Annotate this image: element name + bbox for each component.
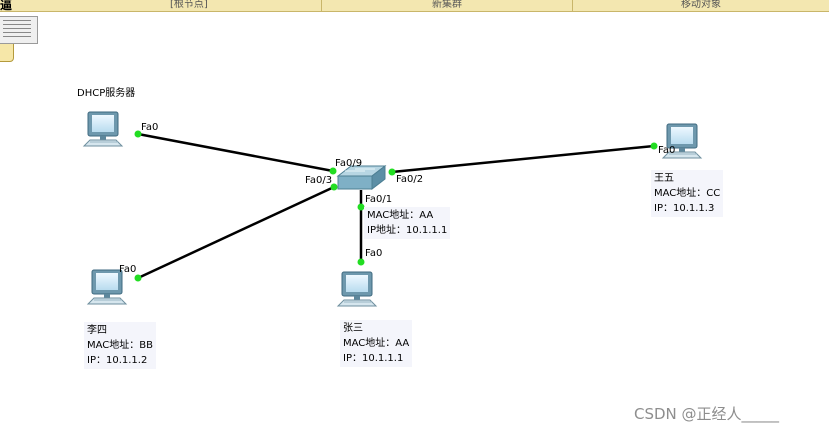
- zhangsan-info-note: 张三 MAC地址：AA IP：10.1.1.1: [340, 320, 413, 367]
- light-zhangsan-fa0: [357, 258, 365, 266]
- switch-mac: MAC地址：AA: [367, 210, 434, 221]
- link-lights: [134, 130, 658, 282]
- new-cluster-button[interactable]: 新集群: [322, 0, 573, 12]
- lisi-ip: IP：10.1.1.2: [87, 355, 148, 366]
- link-dhcp-switch[interactable]: [137, 132, 334, 173]
- lisi-name: 李四: [87, 325, 107, 336]
- switch-ip: IP地址：10.1.1.1: [367, 225, 448, 236]
- light-lisi-fa0: [134, 274, 142, 282]
- light-switch-fa02: [388, 168, 396, 176]
- switch-port-fa01: Fa0/1: [365, 194, 393, 205]
- switch-icon[interactable]: [336, 164, 387, 191]
- network-links: [137, 132, 655, 280]
- toolbar-edge-glyph: 逼: [0, 0, 13, 12]
- palette-panel[interactable]: [0, 16, 38, 44]
- wangwu-ip: IP：10.1.1.3: [654, 203, 715, 214]
- switch-port-fa02: Fa0/2: [396, 174, 424, 185]
- link-lisi-switch[interactable]: [137, 185, 335, 280]
- move-object-button[interactable]: 移动对象: [573, 0, 829, 12]
- workspace-toolbar: 逼 [根节点] 新集群 移动对象: [0, 0, 829, 12]
- wangwu-name: 王五: [654, 173, 674, 184]
- root-node-label: [根节点]: [170, 0, 208, 10]
- zhangsan-name: 张三: [343, 323, 363, 334]
- lisi-mac: MAC地址：BB: [87, 340, 153, 351]
- wangwu-mac: MAC地址：CC: [654, 188, 721, 199]
- light-switch-fa09: [329, 167, 337, 175]
- new-cluster-label: 新集群: [432, 0, 462, 10]
- light-switch-fa03: [330, 183, 338, 191]
- dhcp-server-name: DHCP服务器: [77, 88, 136, 99]
- pc-icon-zhangsan[interactable]: [337, 271, 377, 307]
- zhangsan-port-label: Fa0: [365, 248, 383, 259]
- switch-port-fa03: Fa0/3: [305, 175, 333, 186]
- switch-info-note: MAC地址：AA IP地址：10.1.1.1: [364, 207, 451, 239]
- light-wangwu-fa0: [650, 142, 658, 150]
- move-object-label: 移动对象: [681, 0, 721, 10]
- zhangsan-ip: IP：10.1.1.1: [343, 353, 404, 364]
- switch-port-fa09: Fa0/9: [335, 158, 363, 169]
- zhangsan-mac: MAC地址：AA: [343, 338, 410, 349]
- pc-icon-dhcp[interactable]: [83, 111, 123, 147]
- palette-lines-icon: [3, 20, 31, 40]
- light-switch-fa01: [357, 203, 365, 211]
- link-wangwu-switch[interactable]: [391, 144, 655, 174]
- dhcp-port-label: Fa0: [141, 122, 159, 133]
- lisi-info-note: 李四 MAC地址：BB IP：10.1.1.2: [84, 322, 156, 369]
- lisi-port-label: Fa0: [119, 264, 137, 275]
- wangwu-info-note: 王五 MAC地址：CC IP：10.1.1.3: [651, 170, 724, 217]
- wangwu-port-label: Fa0: [658, 145, 676, 156]
- root-node-tab[interactable]: [根节点]: [0, 0, 322, 12]
- csdn-watermark: CSDN @正经人_____: [634, 405, 780, 423]
- light-dhcp-fa0: [134, 130, 142, 138]
